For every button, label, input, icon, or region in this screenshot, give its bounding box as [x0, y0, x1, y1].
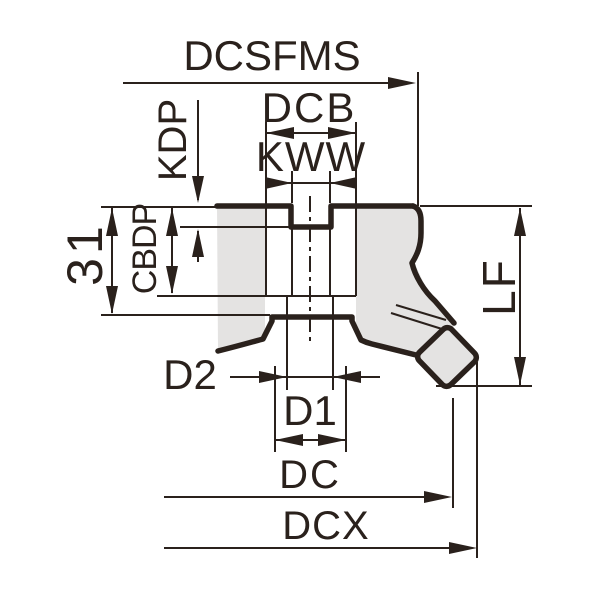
dcb-arrow-left	[266, 127, 294, 139]
insert-outline	[414, 324, 480, 390]
label-dcx: DCX	[282, 504, 369, 548]
seat-line-lower	[390, 312, 443, 330]
dimension-labels: DCSFMS DCB KWW KDP CBDP 31 LF D2 D1 DC D…	[57, 32, 525, 548]
dcx-arrow-right	[449, 542, 477, 554]
cbdp-arrow-down	[166, 266, 178, 294]
label-d1: D1	[283, 387, 337, 434]
arrowheads	[106, 77, 526, 554]
label-dcb: DCB	[262, 84, 357, 131]
dim31-arrow-down	[106, 286, 118, 314]
lf-arrow-down	[514, 357, 526, 385]
label-dcsfms: DCSFMS	[183, 32, 360, 79]
cutter-body-fills	[217, 206, 477, 387]
d2-arrow-right	[333, 371, 361, 383]
label-kdp: KDP	[151, 99, 195, 181]
dim31-arrow-up	[106, 208, 118, 236]
seat-line-upper	[395, 304, 447, 321]
dc-arrow-right	[424, 491, 452, 503]
dcb-arrow-right	[328, 127, 356, 139]
label-cbdp: CBDP	[126, 204, 164, 294]
body-right-section	[356, 208, 455, 357]
kdp-arrow-up	[192, 229, 204, 257]
right-edge-profile	[409, 203, 457, 326]
label-dc: DC	[279, 453, 341, 497]
kww-arrow-left	[265, 177, 292, 189]
d1-arrow-left	[275, 434, 303, 446]
cbdp-arrow-up	[166, 208, 178, 236]
underside-profile	[215, 314, 419, 358]
label-kww: KWW	[256, 133, 366, 180]
label-lf: LF	[473, 258, 525, 316]
lf-arrow-up	[514, 208, 526, 236]
label-31: 31	[57, 222, 113, 286]
d2-arrow-left	[259, 371, 287, 383]
top-face-and-keyway	[214, 203, 416, 230]
d1-arrow-right	[318, 434, 346, 446]
kww-arrow-right	[330, 177, 357, 189]
body-feature-lines	[157, 122, 447, 390]
kdp-arrow-down	[192, 176, 204, 203]
dcsfms-arrow-right	[388, 77, 416, 89]
label-d2: D2	[163, 351, 217, 398]
cutter-body-outline	[214, 203, 480, 390]
